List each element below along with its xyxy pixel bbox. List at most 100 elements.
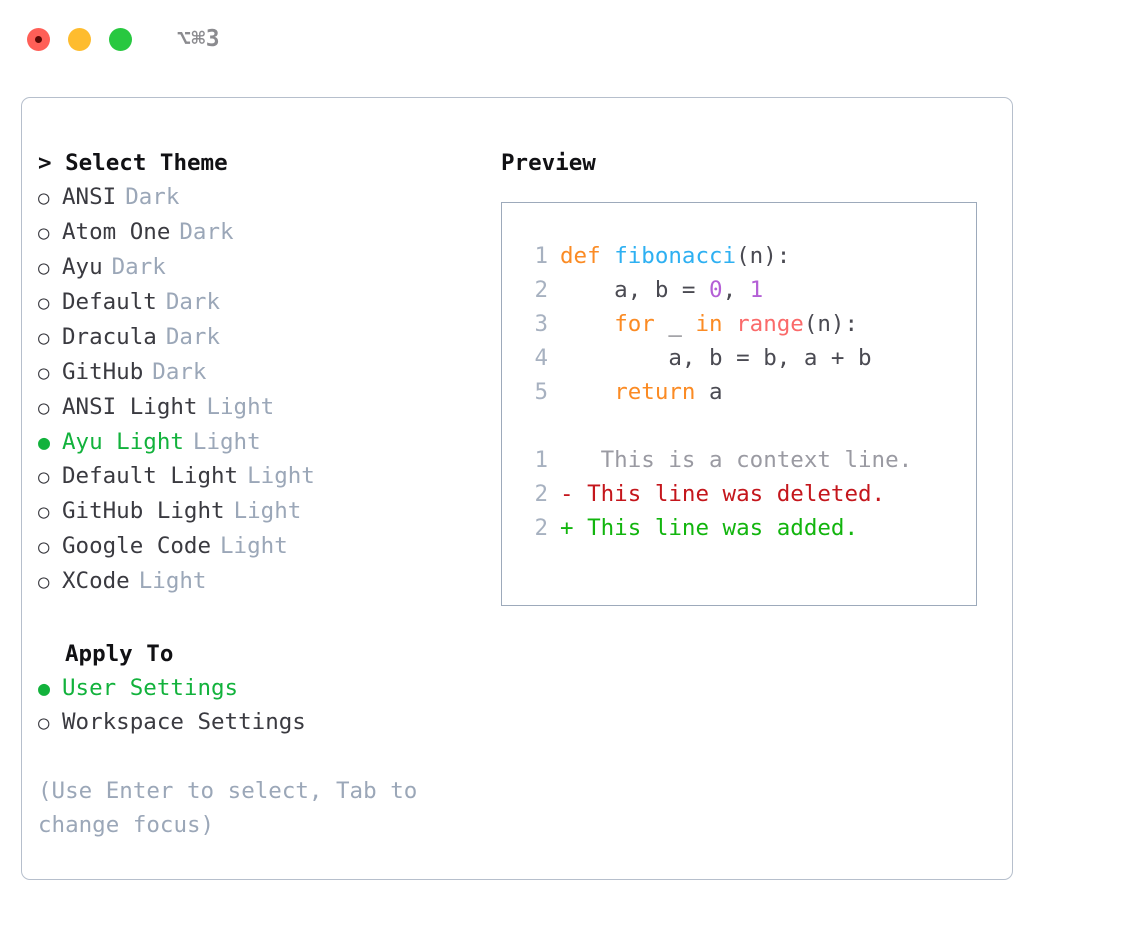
hint-gap — [38, 740, 478, 774]
theme-option-ansi-light[interactable]: ○ ANSI Light Light — [38, 390, 478, 425]
theme-name: Ayu Light — [62, 429, 184, 455]
theme-variant-tag: Dark — [152, 359, 207, 385]
code-token-plain: a — [695, 379, 723, 405]
theme-name: Atom One — [62, 219, 171, 245]
radio-unselected-icon: ○ — [38, 292, 50, 314]
code-token-plain — [723, 311, 737, 337]
diff-sample: 1 This is a context line.2- This line wa… — [520, 443, 976, 545]
diff-marker: + — [560, 515, 574, 541]
radio-unselected-icon: ○ — [38, 466, 50, 488]
theme-option-google-code[interactable]: ○ Google Code Light — [38, 529, 478, 564]
code-token-kw: for — [614, 311, 655, 337]
title-bar: ⌥⌘3 — [0, 0, 1140, 78]
radio-unselected-icon: ○ — [38, 571, 50, 593]
apply-to-label: User Settings — [62, 675, 239, 701]
theme-variant-tag: Light — [247, 463, 315, 489]
section-gap — [38, 599, 478, 637]
code-line-content: def fibonacci(n): — [560, 239, 790, 273]
diff-text: This line was deleted. — [573, 481, 886, 507]
close-button[interactable] — [27, 27, 50, 51]
theme-name: GitHub — [62, 359, 144, 385]
line-number: 4 — [534, 345, 548, 371]
apply-to-option-workspace-settings[interactable]: ○ Workspace Settings — [38, 705, 478, 740]
line-number: 1 — [534, 447, 548, 473]
keyboard-hint: (Use Enter to select, Tab to change focu… — [38, 778, 418, 838]
code-line-content: a, b = b, a + b — [560, 341, 872, 375]
theme-variant-tag: Light — [138, 568, 207, 594]
theme-name: GitHub Light — [62, 498, 225, 524]
code-token-plain: a, b = b, a + b — [560, 345, 872, 371]
apply-to-heading: Apply To — [65, 641, 174, 667]
theme-variant-tag: Light — [233, 498, 302, 524]
code-diff-gap — [520, 409, 976, 443]
code-token-num: 1 — [749, 277, 764, 303]
theme-variant-tag: Light — [206, 394, 275, 420]
code-token-kw: return — [614, 379, 696, 405]
apply-to-label: Workspace Settings — [62, 709, 306, 735]
radio-unselected-icon: ○ — [38, 327, 50, 349]
theme-variant-tag: Dark — [111, 254, 166, 280]
code-token-call: range — [736, 311, 804, 337]
diff-line-ctx: 1 This is a context line. — [520, 443, 976, 477]
code-line-content: a, b = 0, 1 — [560, 273, 763, 307]
code-token-plain: , — [722, 277, 750, 303]
keyboard-shortcut-label: ⌥⌘3 — [177, 26, 221, 52]
theme-variant-tag: Light — [192, 429, 261, 455]
apply-to-list: ● User Settings ○ Workspace Settings — [38, 671, 478, 740]
diff-text: This is a context line. — [573, 447, 913, 473]
radio-unselected-icon: ○ — [38, 501, 50, 523]
apply-to-option-user-settings[interactable]: ● User Settings — [38, 671, 478, 705]
code-token-punct: (n): — [736, 243, 791, 269]
code-token-kw: def — [560, 243, 615, 269]
line-number: 1 — [534, 243, 548, 269]
theme-name: ANSI Light — [62, 394, 198, 420]
theme-option-dracula[interactable]: ○ Dracula Dark — [38, 320, 478, 355]
code-line: 4 a, b = b, a + b — [520, 341, 976, 375]
radio-unselected-icon: ○ — [38, 397, 50, 419]
theme-name: Default Light — [62, 463, 239, 489]
theme-option-default-light[interactable]: ○ Default Light Light — [38, 459, 478, 494]
code-line: 3 for _ in range(n): — [520, 307, 976, 341]
diff-marker: - — [560, 481, 574, 507]
prompt-caret: > — [38, 150, 52, 176]
code-token-fn: fibonacci — [614, 243, 737, 269]
theme-name: Default — [62, 289, 157, 315]
diff-marker — [560, 443, 574, 477]
preview-title: Preview — [501, 150, 596, 176]
code-line: 5 return a — [520, 375, 976, 409]
code-token-kw: in — [695, 311, 723, 337]
theme-name: Dracula — [62, 324, 157, 350]
code-token-punct: (n): — [803, 311, 859, 337]
code-line: 1 def fibonacci(n): — [520, 239, 976, 273]
theme-option-github-light[interactable]: ○ GitHub Light Light — [38, 494, 478, 529]
minimize-button[interactable] — [68, 27, 91, 51]
theme-name: Ayu — [62, 254, 103, 280]
theme-variant-tag: Dark — [165, 324, 221, 350]
radio-unselected-icon: ○ — [38, 536, 50, 558]
theme-name: Google Code — [62, 533, 212, 559]
diff-line-del: 2- This line was deleted. — [520, 477, 976, 511]
theme-variant-tag: Light — [220, 533, 288, 559]
radio-unselected-icon: ○ — [38, 712, 50, 734]
code-line-content: for _ in range(n): — [560, 307, 858, 341]
radio-selected-icon: ● — [38, 676, 51, 700]
line-number: 5 — [534, 379, 548, 405]
code-token-plain — [560, 311, 614, 337]
maximize-button[interactable] — [109, 27, 132, 51]
line-number: 3 — [534, 311, 548, 337]
line-number: 2 — [534, 481, 548, 507]
code-token-plain — [560, 379, 614, 405]
